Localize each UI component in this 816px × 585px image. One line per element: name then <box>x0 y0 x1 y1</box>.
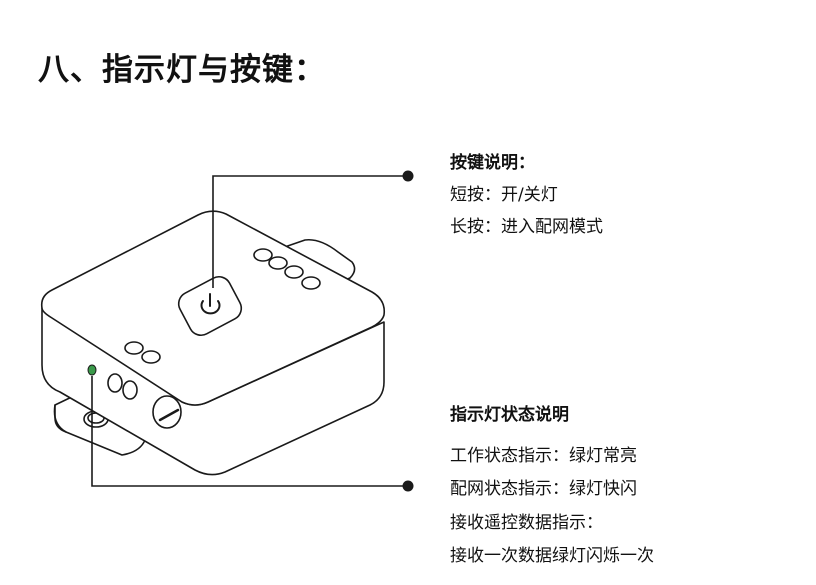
button-callout-line <box>212 175 407 288</box>
button-short-press: 短按：开/关灯 <box>450 185 558 205</box>
led-callout-dot <box>402 480 414 492</box>
indicator-line-pairing: 配网状态指示：绿灯快闪 <box>450 479 637 499</box>
led-callout-line <box>91 376 407 487</box>
indicator-section-heading: 指示灯状态说明 <box>450 405 569 425</box>
button-callout-dot <box>402 170 414 182</box>
button-long-press: 长按：进入配网模式 <box>450 217 603 237</box>
button-section-heading: 按键说明： <box>450 153 535 173</box>
indicator-line-working: 工作状态指示：绿灯常亮 <box>450 446 637 466</box>
indicator-line-receive-detail: 接收一次数据绿灯闪烁一次 <box>450 546 654 566</box>
indicator-line-receive: 接收遥控数据指示： <box>450 513 603 533</box>
power-icon <box>200 300 221 315</box>
indicator-led <box>87 364 97 376</box>
page-title: 八、指示灯与按键： <box>38 52 326 88</box>
